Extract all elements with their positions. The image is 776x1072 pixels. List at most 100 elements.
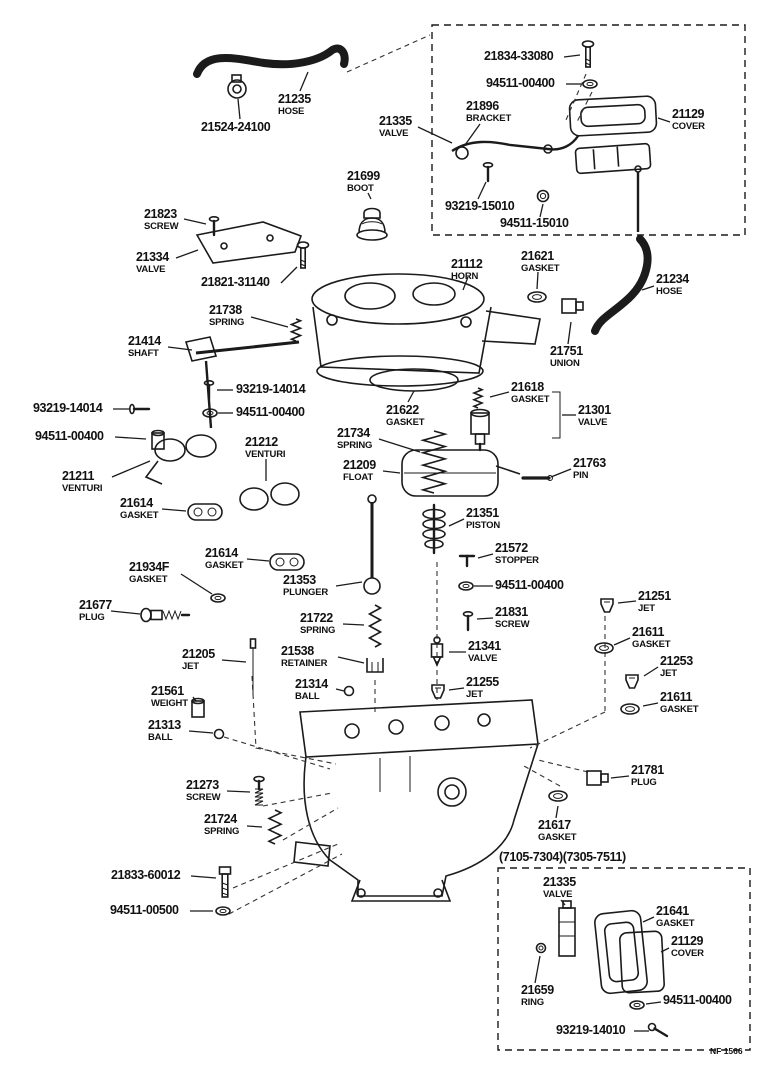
pin-part-glyph-29 xyxy=(521,475,553,481)
leader-line-21834-33080-0 xyxy=(563,54,581,58)
spring-part-glyph-40 xyxy=(367,604,383,648)
leader-line-21738-16 xyxy=(250,316,289,328)
leader-line-21235-5 xyxy=(299,71,309,92)
gasket-part-glyph-14 xyxy=(527,291,547,303)
leader-line-21641-60 xyxy=(642,916,655,923)
washer-part-glyph-20 xyxy=(202,408,218,418)
ring-part-glyph-62 xyxy=(535,942,547,954)
gasket-21622-art xyxy=(369,368,459,392)
washer-part-glyph-57 xyxy=(215,906,231,916)
hose-clamp-art xyxy=(227,74,247,99)
leader-line-21273-52 xyxy=(226,790,251,793)
leader-line-21677-39 xyxy=(110,610,141,615)
leader-line-21722-40 xyxy=(342,623,365,626)
washer-part-glyph-1 xyxy=(582,79,598,89)
gasket-part-glyph-36 xyxy=(210,593,226,603)
leader-line-21353-37 xyxy=(335,581,363,587)
leader-line-21821-31140-12 xyxy=(280,266,298,284)
leader-line-21622-21 xyxy=(407,390,415,403)
piston-part-glyph-32 xyxy=(422,503,446,555)
leader-line-21234-15 xyxy=(641,285,655,291)
washer-part-glyph-63 xyxy=(629,1000,645,1010)
leader-line-21253-46 xyxy=(643,666,659,677)
leader-line-21611-42 xyxy=(613,637,631,646)
leader-line-21314-48 xyxy=(335,688,345,692)
float-art xyxy=(401,449,521,497)
plug-part-glyph-39 xyxy=(140,607,191,623)
leader-line-21334-11 xyxy=(175,249,199,259)
weight-part-glyph-47 xyxy=(191,697,205,718)
leader-line-21251-38 xyxy=(617,600,637,604)
gasket-part-glyph-22 xyxy=(471,387,485,409)
float-bowl-art xyxy=(293,699,539,902)
leader-line-21538-44 xyxy=(337,656,365,664)
boltv-part-glyph-0 xyxy=(581,40,595,68)
leader-line-21724-54 xyxy=(246,825,263,828)
boltbig-part-glyph-56 xyxy=(218,866,232,898)
plunger-art xyxy=(363,494,381,595)
static-line-art xyxy=(144,44,665,995)
leader-line-21129-61 xyxy=(660,947,670,953)
screwh-part-glyph-24 xyxy=(129,403,151,415)
leader-line-21211-30 xyxy=(111,460,151,478)
inset-layer xyxy=(431,24,751,1051)
gasket-part-glyph-31 xyxy=(187,503,223,521)
screw-part-glyph-10 xyxy=(208,216,220,237)
valve-21335-top-art xyxy=(574,142,652,175)
washer-part-glyph-35 xyxy=(458,581,474,591)
leader-line-21781-53 xyxy=(610,775,630,779)
leader-line-21833-60012-56 xyxy=(190,875,217,879)
leader-line-21699-7 xyxy=(367,192,372,200)
leader-line-21351-32 xyxy=(448,518,465,527)
ball-part-glyph-48 xyxy=(343,685,355,697)
leader-line-94511-00400-25 xyxy=(114,436,147,440)
leader-line-21934F-36 xyxy=(180,573,213,595)
spring-part-glyph-16 xyxy=(289,318,303,342)
leader-line-21831-41 xyxy=(476,617,494,620)
leader-line-21896-2 xyxy=(464,123,481,146)
nut-part-glyph-9 xyxy=(536,189,550,203)
choke-valve-plate-art xyxy=(195,221,303,264)
jet-part-glyph-38 xyxy=(600,598,614,613)
bracket-21301-art xyxy=(552,391,561,439)
spring-part-glyph-27 xyxy=(420,430,448,494)
leader-line-93219-15010-8 xyxy=(477,181,487,200)
leader-line-94511-00400-63 xyxy=(645,1001,662,1005)
leader-line-21823-10 xyxy=(183,218,207,225)
leader-line-21659-62 xyxy=(534,955,541,984)
valve-part-glyph-23 xyxy=(470,408,490,452)
leader-line-21734-27 xyxy=(378,438,421,453)
leader-line-21335-4 xyxy=(417,126,453,144)
leader-line-21205-43 xyxy=(221,659,247,663)
leader-line-21414-17 xyxy=(167,346,193,351)
gasket-part-glyph-34 xyxy=(269,553,305,571)
cover-21129-bottom-art xyxy=(619,930,665,994)
gasket-part-glyph-50 xyxy=(620,703,640,715)
valve-part-glyph-45 xyxy=(430,636,444,667)
leader-line-94511-15010-9 xyxy=(539,203,544,218)
leader-line-21313-51 xyxy=(188,730,214,734)
leader-line-21763-29 xyxy=(550,468,572,478)
ball-part-glyph-51 xyxy=(213,728,225,740)
fuel-hose-art xyxy=(591,235,652,335)
leader-line-21751-18 xyxy=(567,321,572,345)
leader-line-21112-13 xyxy=(462,276,469,291)
dashed-guide-lines xyxy=(223,34,606,915)
screw-part-glyph-41 xyxy=(462,611,474,632)
venturi-21212-art xyxy=(239,482,300,511)
bracket-21896-art xyxy=(451,135,579,160)
leader-line-21614-31 xyxy=(161,508,187,512)
jet-part-glyph-46 xyxy=(625,674,639,689)
retainer-part-glyph-44 xyxy=(366,658,384,673)
cover-pin-art xyxy=(634,165,642,232)
inset-box-top xyxy=(431,24,746,236)
gasket-part-glyph-55 xyxy=(548,790,568,802)
plug-part-glyph-53 xyxy=(586,770,609,786)
leader-line-21614-34 xyxy=(246,558,270,562)
part-glyph-layer xyxy=(129,40,669,1038)
leader-line-21611-50 xyxy=(642,702,659,707)
boltv-part-glyph-12 xyxy=(296,241,310,269)
cyl-part-glyph-25 xyxy=(151,429,165,450)
